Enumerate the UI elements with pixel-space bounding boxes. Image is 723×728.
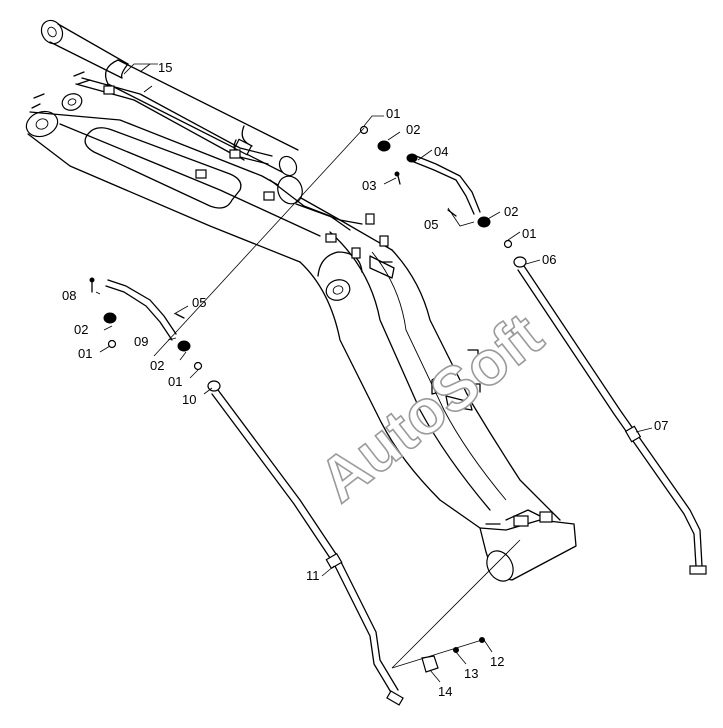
callout-labels: 15 01 02 04 03 05 02 01 06 08 05 02 09 0… — [62, 60, 668, 699]
callout-03: 03 — [362, 178, 376, 193]
callout-02-upper: 02 — [406, 122, 420, 137]
callout-06: 06 — [542, 252, 556, 267]
callout-14: 14 — [438, 684, 452, 699]
hose-11 — [207, 380, 404, 706]
o-ring-01-left-lower — [193, 361, 203, 371]
bolt-05-left — [175, 313, 185, 319]
leader-lines — [95, 63, 653, 683]
boom-cylinder — [40, 19, 299, 177]
callout-01-left: 01 — [78, 346, 92, 361]
callout-05-right: 05 — [424, 217, 438, 232]
callout-11: 11 — [306, 568, 320, 583]
callout-10: 10 — [182, 392, 196, 407]
callout-15: 15 — [158, 60, 172, 75]
callout-04: 04 — [434, 144, 448, 159]
fitting-02-left-lower — [177, 340, 191, 352]
callout-13: 13 — [464, 666, 478, 681]
o-ring-01-left — [107, 339, 117, 349]
o-ring-01-upper — [359, 125, 369, 135]
callout-05-left: 05 — [192, 295, 206, 310]
callout-01-right: 01 — [522, 226, 536, 241]
o-ring-01-right — [503, 239, 513, 249]
tube-04 — [413, 155, 481, 215]
tube-09 — [89, 277, 177, 341]
callout-02-right: 02 — [504, 204, 518, 219]
bolt-05-right — [447, 209, 457, 217]
fitting-04-end — [406, 153, 418, 163]
callout-08: 08 — [62, 288, 76, 303]
clamp-14 — [421, 655, 439, 673]
callout-02-left-lower: 02 — [150, 358, 164, 373]
fitting-02-left — [103, 312, 117, 324]
boom — [25, 71, 577, 582]
callout-09: 09 — [134, 334, 148, 349]
watermark: AutoSoft — [307, 300, 556, 515]
bolt-03 — [394, 171, 401, 185]
callout-07: 07 — [654, 418, 668, 433]
fitting-02-upper — [377, 140, 391, 152]
pipe-15 — [75, 77, 273, 165]
callout-02-left: 02 — [74, 322, 88, 337]
callout-12: 12 — [490, 654, 504, 669]
callout-01-left-lower: 01 — [168, 374, 182, 389]
callout-01-upper: 01 — [386, 106, 400, 121]
hose-07 — [513, 256, 707, 575]
